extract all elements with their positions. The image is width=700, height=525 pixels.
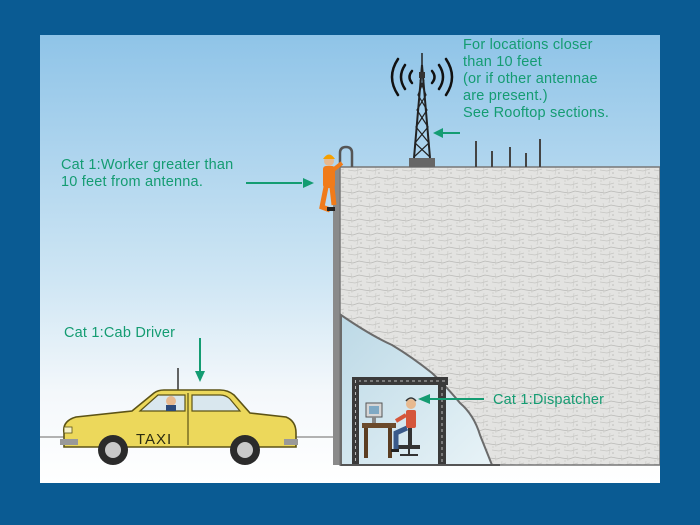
antenna-note-line-1: For locations closer bbox=[463, 37, 593, 53]
arrow-to-worker bbox=[246, 178, 314, 188]
antenna-note-line-2: than 10 feet bbox=[463, 54, 542, 70]
taxi-icon: TAXI bbox=[60, 368, 298, 465]
computer-icon bbox=[365, 402, 383, 423]
worker-note-line-1: Cat 1:Worker greater than bbox=[61, 157, 234, 173]
taxi-sign: TAXI bbox=[136, 431, 172, 448]
scene: TAXI bbox=[40, 53, 660, 466]
arrow-to-tower bbox=[433, 128, 460, 138]
antenna-note-line-4: are present.) bbox=[463, 88, 548, 104]
antenna-note-line-5: See Rooftop sections. bbox=[463, 105, 610, 121]
cab-driver-note: Cat 1:Cab Driver bbox=[64, 325, 176, 341]
room-left-post bbox=[352, 377, 359, 465]
building bbox=[333, 166, 660, 466]
dispatcher-note: Cat 1:Dispatcher bbox=[493, 392, 605, 408]
worker-note: Cat 1:Worker greater than 10 feet from a… bbox=[61, 157, 233, 191]
dispatcher-icon bbox=[362, 397, 420, 458]
antenna-note: For locations closer than 10 feet (or if… bbox=[463, 37, 609, 122]
arrow-to-dispatcher bbox=[418, 394, 484, 404]
diagram-frame: TAXI For locations closer than 10 fe bbox=[40, 35, 660, 483]
worker-note-line-2: 10 feet from antenna. bbox=[61, 174, 204, 190]
arrow-to-cab-driver bbox=[195, 338, 205, 382]
pointer-arrows bbox=[195, 128, 484, 404]
desk bbox=[362, 423, 396, 428]
rooftop-antennas bbox=[475, 139, 541, 167]
antenna-note-line-3: (or if other antennae bbox=[463, 71, 598, 87]
radio-wave-icon bbox=[390, 57, 454, 97]
building-side-edge bbox=[333, 167, 341, 465]
antenna-tower-icon bbox=[409, 53, 435, 167]
worker-icon bbox=[319, 145, 354, 213]
